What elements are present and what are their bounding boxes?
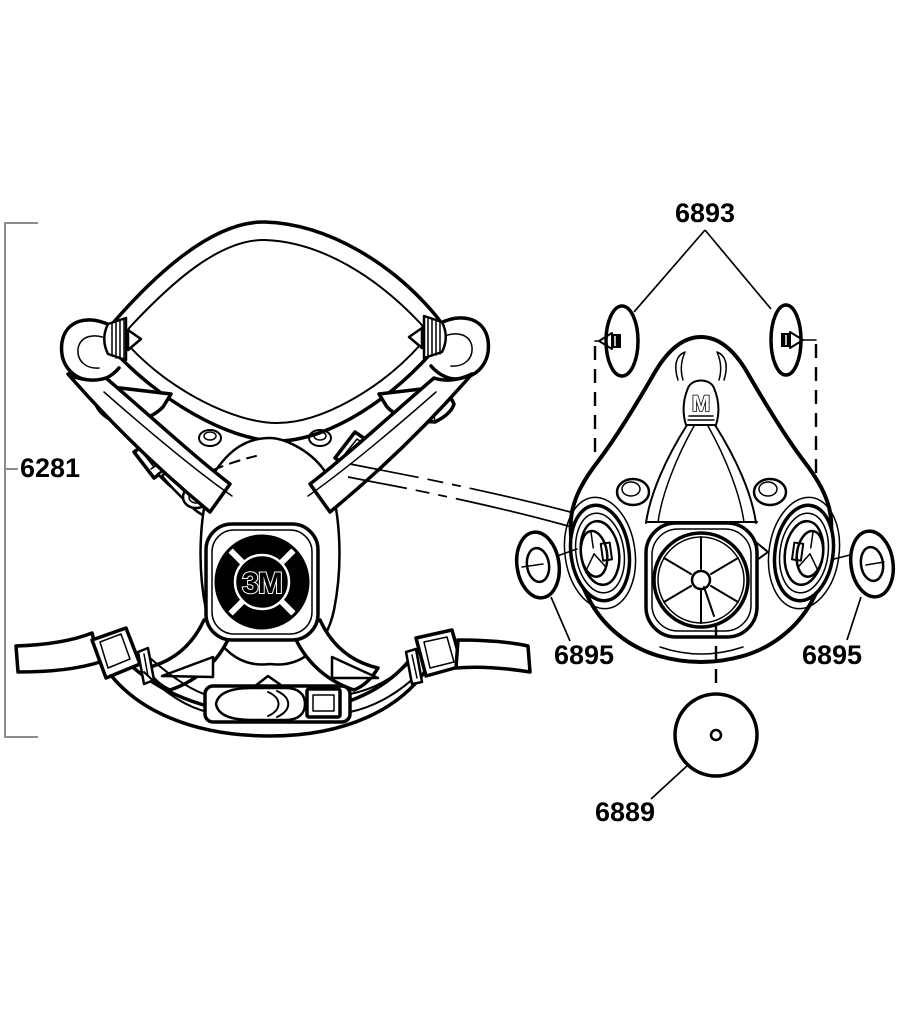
valve-spokes <box>663 536 739 624</box>
gasket-left <box>514 530 578 600</box>
3m-logo: 3M <box>214 534 310 630</box>
head-harness-assembly-drawing: 3M <box>4 220 532 738</box>
assembly-connection-lines <box>212 455 579 529</box>
part-label-6889: 6889 <box>595 797 655 827</box>
inhalation-valve-left <box>594 304 640 378</box>
half-mask-drawing: M <box>514 198 896 827</box>
leader-6889 <box>650 764 689 800</box>
inhalation-valve-right <box>769 303 817 377</box>
leader-6893-right <box>704 229 772 310</box>
neck-strap-end-left <box>14 631 102 674</box>
mask-body <box>568 335 834 664</box>
gasket-right <box>833 529 896 599</box>
center-valve-port <box>644 521 769 639</box>
neck-strap-center-buckle <box>203 684 352 724</box>
part-label-6895-right: 6895 <box>802 640 862 670</box>
neck-strap-end-right <box>454 638 532 674</box>
exhalation-valve-disc <box>673 692 759 778</box>
harness-logo-plate: 3M <box>204 522 320 642</box>
lower-band-left <box>144 612 234 692</box>
brand-logo-text: 3M <box>242 567 282 600</box>
mask-mold-mark: M <box>692 391 710 416</box>
part-label-6281: 6281 <box>20 453 80 483</box>
bayonet-port-left <box>563 496 637 610</box>
crown-band-left <box>66 372 232 514</box>
cradle-clip-left <box>103 316 143 362</box>
part-label-6893: 6893 <box>675 198 735 228</box>
neck-buckle-left <box>90 626 156 686</box>
cradle-clip-right <box>407 314 447 360</box>
leader-6893-left <box>633 229 706 313</box>
part-bracket-6281 <box>4 222 38 738</box>
leader-6895-right <box>846 596 862 641</box>
leader-6895-left <box>550 596 571 642</box>
bayonet-port-right <box>767 496 841 610</box>
neck-buckle-right <box>404 628 464 686</box>
part-label-6895-left: 6895 <box>554 640 614 670</box>
